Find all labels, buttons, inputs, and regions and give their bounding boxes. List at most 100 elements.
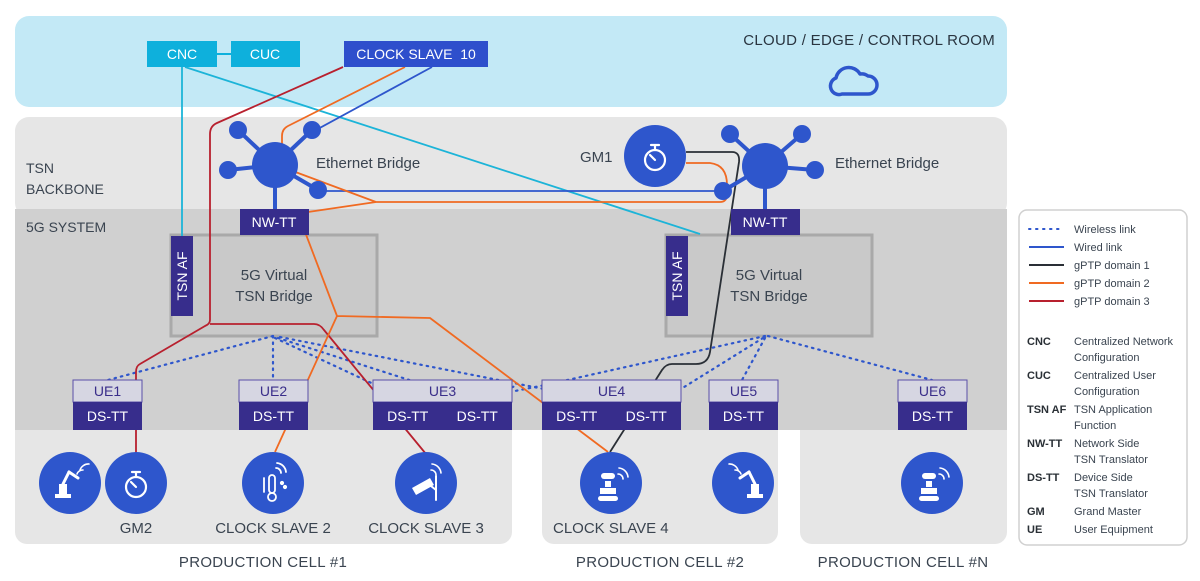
thermometer-sensor-icon bbox=[263, 462, 288, 502]
gm2-label: GM2 bbox=[120, 520, 153, 537]
device-clock-slave-4[interactable] bbox=[580, 452, 642, 514]
legend-entry-gptp-domain-2: gPTP domain 2 bbox=[1029, 278, 1150, 290]
gm1-node[interactable] bbox=[624, 125, 686, 187]
cnc-to-tsn-af-right bbox=[184, 66, 701, 235]
legend-abbr-definition: Network Side bbox=[1074, 438, 1139, 450]
gm1-label: GM1 bbox=[580, 149, 613, 166]
wireless-link-ue4b bbox=[508, 334, 767, 394]
legend-label: Wireless link bbox=[1074, 224, 1136, 236]
legend-abbr-term: TSN AF bbox=[1027, 404, 1067, 416]
gptp-domain3-path bbox=[135, 66, 427, 460]
production-cell-n-label: PRODUCTION CELL #N bbox=[818, 554, 989, 571]
ethernet-bridge-left[interactable] bbox=[219, 121, 327, 210]
legend-abbr-definition: Function bbox=[1074, 420, 1116, 432]
ue-label: UE4 bbox=[598, 383, 625, 399]
nwtt-right[interactable]: NW-TT bbox=[731, 209, 800, 235]
clock-slave-2-label: CLOCK SLAVE 2 bbox=[215, 520, 331, 537]
nwtt-left-label: NW-TT bbox=[252, 214, 297, 230]
legend-entry-wired-link: Wired link bbox=[1029, 242, 1123, 254]
cloud-icon bbox=[828, 65, 879, 97]
legend-abbr-definition: Centralized User bbox=[1074, 370, 1156, 382]
robot-arm-icon bbox=[728, 463, 763, 498]
cnc-label: CNC bbox=[167, 46, 197, 62]
legend-abbr-term: CUC bbox=[1027, 370, 1051, 382]
dstt-label: DS-TT bbox=[912, 408, 954, 424]
legend-abbr-term: NW-TT bbox=[1027, 438, 1062, 450]
clock-slave-4-label: CLOCK SLAVE 4 bbox=[553, 520, 669, 537]
device-clock-slave-3[interactable] bbox=[395, 452, 457, 514]
cnc-box[interactable]: CNC bbox=[147, 41, 217, 67]
vbridge-right-label-line1: 5G Virtual bbox=[736, 267, 802, 284]
5g-virtual-tsn-bridge-right bbox=[664, 233, 874, 338]
nwtt-left[interactable]: NW-TT bbox=[240, 209, 309, 235]
device-robot-arm-2[interactable] bbox=[712, 452, 774, 514]
wireless-link-ue6 bbox=[766, 334, 934, 382]
ethernet-bridge-left-label: Ethernet Bridge bbox=[316, 155, 420, 172]
dstt-label: DS-TT bbox=[87, 408, 129, 424]
legend-abbr-definition: TSN Application bbox=[1074, 404, 1152, 416]
tsn-af-right[interactable]: TSN AF bbox=[666, 236, 688, 316]
device-gm2[interactable] bbox=[105, 452, 167, 514]
vbridge-right-label-line2: TSN Bridge bbox=[730, 288, 808, 305]
tsn-af-left[interactable]: TSN AF bbox=[171, 236, 193, 316]
dstt-label: DS-TT bbox=[387, 408, 429, 424]
legend-abbr-term: GM bbox=[1027, 506, 1045, 518]
legend-abbr-ue: UE User Equipment bbox=[1027, 524, 1153, 536]
network-hub-icon bbox=[219, 121, 327, 210]
dstt-label: DS-TT bbox=[723, 408, 765, 424]
production-cell-1-zone-top bbox=[15, 430, 512, 450]
wired-clock-slave10-to-bridge bbox=[315, 66, 433, 131]
dstt-label: DS-TT bbox=[626, 408, 668, 424]
security-camera-icon bbox=[412, 463, 442, 501]
5g-virtual-tsn-bridge-left bbox=[169, 233, 379, 338]
legend-label: gPTP domain 1 bbox=[1074, 260, 1150, 272]
tsn-backbone-label-line2: BACKBONE bbox=[26, 181, 104, 197]
legend-entry-wireless-link: Wireless link bbox=[1028, 224, 1136, 236]
tsn-backbone-label-line1: TSN bbox=[26, 160, 54, 176]
vbridge-left-label-line2: TSN Bridge bbox=[235, 288, 313, 305]
device-clock-slave-2[interactable] bbox=[242, 452, 304, 514]
dstt-label: DS-TT bbox=[253, 408, 295, 424]
network-hub-icon bbox=[714, 125, 824, 210]
legend-abbr-term: DS-TT bbox=[1027, 472, 1060, 484]
legend-abbr-definition: TSN Translator bbox=[1074, 454, 1148, 466]
stopwatch-icon bbox=[643, 143, 667, 172]
clock-slave-10-box[interactable]: CLOCK SLAVE 10 bbox=[344, 41, 488, 67]
dstt-label: DS-TT bbox=[457, 408, 499, 424]
robot-arm-icon bbox=[55, 463, 90, 498]
5g-system-label: 5G SYSTEM bbox=[26, 219, 106, 235]
clock-slave-3-label: CLOCK SLAVE 3 bbox=[368, 520, 484, 537]
legend-abbr-definition: Configuration bbox=[1074, 352, 1139, 364]
wireless-link-ue5 bbox=[740, 336, 767, 382]
legend-label: Wired link bbox=[1074, 242, 1123, 254]
ue-label: UE2 bbox=[260, 383, 287, 399]
stopwatch-icon bbox=[124, 470, 148, 499]
cuc-box[interactable]: CUC bbox=[231, 41, 300, 67]
legend-abbr-term: UE bbox=[1027, 524, 1042, 536]
device-mobile-robot-cell-n[interactable] bbox=[901, 452, 963, 514]
legend-abbr-definition: Configuration bbox=[1074, 386, 1139, 398]
legend-abbr-definition: Grand Master bbox=[1074, 506, 1142, 518]
legend-abbr-definition: User Equipment bbox=[1074, 524, 1153, 536]
device-robot-arm-1[interactable] bbox=[39, 452, 101, 514]
ethernet-bridge-right-label: Ethernet Bridge bbox=[835, 155, 939, 172]
production-cell-2-zone-top bbox=[542, 430, 778, 450]
legend-abbr-definition: TSN Translator bbox=[1074, 488, 1148, 500]
ethernet-bridge-right[interactable] bbox=[714, 125, 824, 210]
production-cell-2-label: PRODUCTION CELL #2 bbox=[576, 554, 744, 571]
nwtt-right-label: NW-TT bbox=[743, 214, 788, 230]
